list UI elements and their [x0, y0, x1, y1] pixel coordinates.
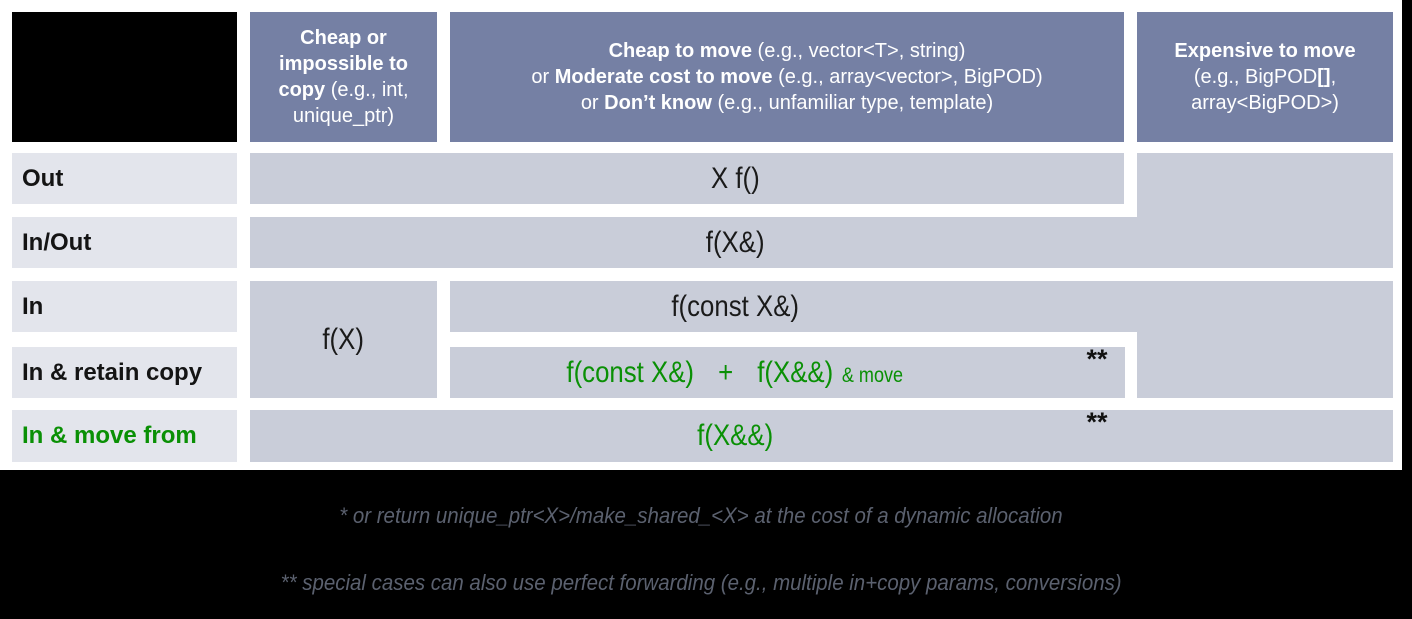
- row-label-in-move-from: In & move from: [12, 410, 237, 462]
- header-line: Cheap to move (e.g., vector<T>, string): [608, 40, 966, 62]
- cell-bg-inout-band: [250, 217, 1393, 268]
- header-line: array<BigPOD>): [1191, 92, 1339, 114]
- cell-bg-retain-copy: [450, 347, 1125, 398]
- cell-bg-in-expensive-merged: [1137, 281, 1393, 398]
- row-label-in: In: [12, 281, 237, 332]
- cell-bg-move-from-band: [250, 410, 1393, 462]
- footer-black-band: [0, 470, 1412, 619]
- footnote-perfect-forwarding: ** special cases can also use perfect fo…: [280, 570, 1122, 595]
- header-line: or Don’t know (e.g., unfamiliar type, te…: [580, 92, 994, 114]
- column-header-cheap-to-move: Cheap to move (e.g., vector<T>, string) …: [450, 12, 1124, 142]
- row-label-in-out: In/Out: [12, 217, 237, 268]
- corner-black-box: [12, 12, 237, 142]
- column-header-expensive-to-move: Expensive to move (e.g., BigPOD[], array…: [1137, 12, 1393, 142]
- row-label-in-retain-copy: In & retain copy: [12, 347, 237, 398]
- header-line: Expensive to move: [1174, 40, 1356, 62]
- right-black-strip: [1402, 0, 1412, 619]
- header-line: (e.g., BigPOD[],: [1193, 66, 1337, 88]
- column-header-cheap-copy: Cheap or impossible to copy (e.g., int, …: [250, 12, 437, 142]
- row-label-out: Out: [12, 153, 237, 204]
- column-header-cheap-copy-text: Cheap or impossible to copy (e.g., int, …: [278, 27, 409, 127]
- cell-bg-out-return-value: [250, 153, 1124, 204]
- footnote-dynamic-allocation: * or return unique_ptr<X>/make_shared_<X…: [339, 503, 1063, 528]
- header-line: or Moderate cost to move (e.g., array<ve…: [531, 66, 1043, 88]
- cell-bg-cheap-copy-fx: [250, 281, 437, 398]
